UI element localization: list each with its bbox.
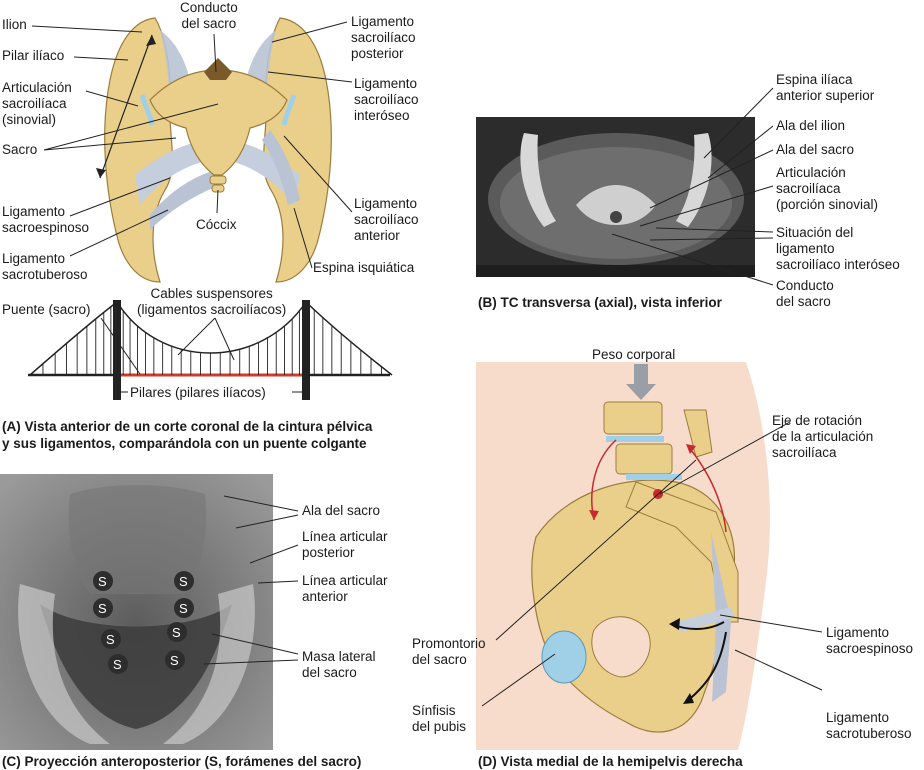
foramen-mark: S	[113, 657, 122, 672]
label-masa-lateral-del-sacro: Masa lateral del sacro	[302, 649, 376, 680]
foramen-mark: S	[98, 574, 107, 589]
panel-a-pelvis-illustration	[96, 17, 332, 283]
anterior-ligament-right	[262, 130, 300, 205]
caption-panel-c: (C) Proyección anteroposterior (S, forám…	[2, 754, 362, 769]
sacrotuberous-ligament-right	[224, 140, 300, 205]
label-ala-del-sacro-b: Ala del sacro	[776, 142, 855, 157]
label-peso-corporal: Peso corporal	[592, 347, 676, 362]
label-coccix: Cóccix	[196, 217, 237, 232]
panel-b-ct-image	[476, 117, 755, 277]
si-joint-right	[281, 94, 297, 126]
sacrospinous-ligament	[150, 170, 220, 230]
foramen-mark: S	[106, 632, 115, 647]
label-articulacion-sacroiliaca: Articulación sacroilíaca (sinovial)	[2, 80, 72, 127]
bridge-pillar-left	[113, 300, 121, 400]
foramen-mark: S	[179, 601, 188, 616]
bridge-hangers	[42, 306, 382, 375]
caption-panel-b: (B) TC transversa (axial), vista inferio…	[478, 295, 722, 310]
foramen-mark: S	[98, 601, 107, 616]
label-linea-articular-anterior: Línea articular anterior	[302, 573, 388, 604]
label-ala-del-ilion: Ala del ilion	[776, 118, 846, 133]
foramen-mark: S	[172, 625, 181, 640]
caption-panel-d: (D) Vista medial de la hemipelvis derech…	[478, 754, 743, 769]
label-sacro: Sacro	[2, 142, 38, 157]
label-espina-isquiatica: Espina isquiática	[313, 260, 415, 275]
label-articulacion-porcion-sinovial: Articulación sacroilíaca (porción sinovi…	[776, 165, 879, 212]
label-ligamento-sacrotuberoso-d: Ligamento sacrotuberoso	[826, 710, 912, 741]
label-ligamento-sacrotuberoso-a: Ligamento sacrotuberoso	[2, 251, 88, 282]
label-promontorio-del-sacro: Promontorio del sacro	[412, 636, 486, 667]
label-conducto-del-sacro-b: Conducto del sacro	[776, 278, 834, 309]
label-conducto-del-sacro-a: Conducto del sacro	[180, 0, 238, 31]
si-joint-left	[139, 94, 155, 126]
panel-d-hemipelvis-illustration	[476, 362, 770, 750]
label-ligamento-sacroespinoso-d: Ligamento sacroespinoso	[826, 625, 914, 656]
label-espina-iliaca-anterior-superior: Espina ilíaca anterior superior	[776, 72, 875, 103]
label-ala-del-sacro-c: Ala del sacro	[302, 503, 381, 518]
label-ligamento-interoseo: Ligamento sacroilíaco interóseo	[354, 76, 419, 123]
label-ilion: Ilion	[2, 17, 27, 32]
caption-panel-a: (A) Vista anterior de un corte coronal d…	[2, 419, 373, 451]
panel-c-xray-image	[0, 474, 273, 750]
bridge-illustration	[28, 300, 393, 400]
foramen-mark: S	[179, 574, 188, 589]
label-cables-suspensores: Cables suspensores (ligamentos sacroilía…	[137, 286, 287, 317]
label-ligamento-sacroespinoso: Ligamento sacroespinoso	[2, 204, 90, 235]
label-sinfisis-del-pubis: Sínfisis del pubis	[412, 703, 467, 734]
sacrotuberous-ligament-left	[135, 140, 212, 205]
label-pilares: Pilares (pilares ilíacos)	[130, 385, 266, 400]
sacral-canal	[204, 58, 232, 80]
label-linea-articular-posterior: Línea articular posterior	[302, 529, 388, 560]
label-puente-sacro: Puente (sacro)	[2, 302, 91, 317]
label-pilar-iliaco: Pilar ilíaco	[2, 48, 65, 63]
label-ligamento-anterior: Ligamento sacroilíaco anterior	[354, 196, 419, 243]
label-eje-de-rotacion: Eje de rotación de la articulación sacro…	[772, 413, 874, 460]
bridge-pillar-right	[302, 300, 310, 400]
foramen-mark: S	[170, 653, 179, 668]
label-ligamento-posterior: Ligamento sacroilíaco posterior	[351, 14, 416, 61]
label-situacion-ligamento-interoseo: Situación del ligamento sacroilíaco inte…	[776, 225, 900, 272]
